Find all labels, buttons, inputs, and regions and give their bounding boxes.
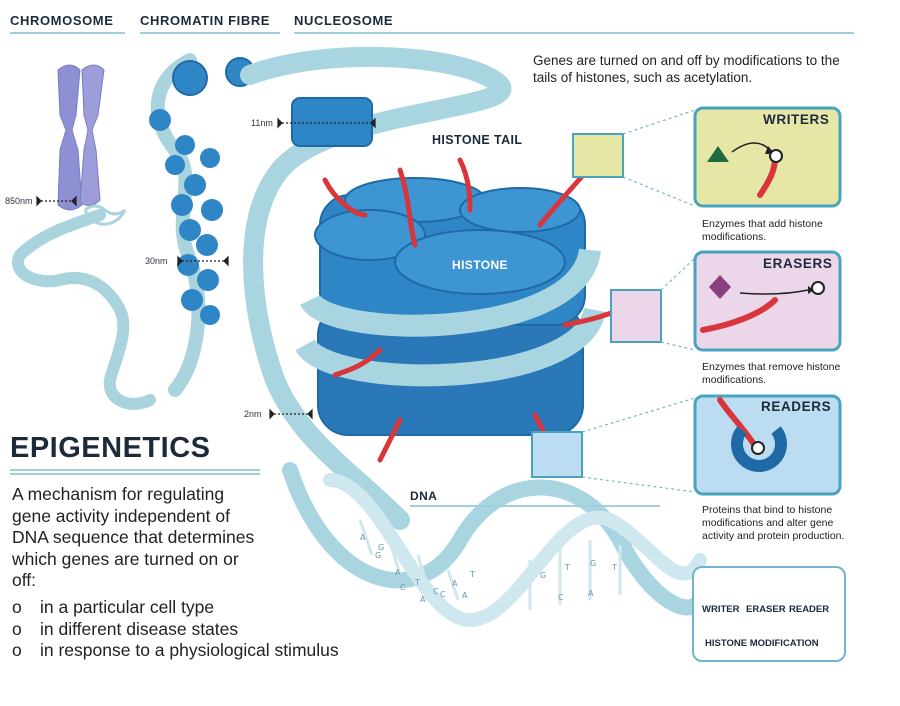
- erasers-description: Enzymes that remove histone modification…: [702, 361, 841, 386]
- header-chromosome: CHROMOSOME: [10, 13, 114, 28]
- scale-marks: [36, 117, 376, 420]
- writers-title: WRITERS: [763, 112, 830, 127]
- histone-label: HISTONE: [452, 258, 508, 272]
- header-nucleosome: NUCLEOSOME: [294, 13, 394, 28]
- epigenetics-title: EPIGENETICS: [10, 432, 211, 464]
- legend-reader-label: READER: [789, 604, 830, 615]
- list-item: o in a particular cell type: [12, 597, 339, 619]
- epigenetics-bullet-list: o in a particular cell type o in different…: [12, 597, 339, 662]
- scale-label-2nm: 2nm: [244, 409, 262, 419]
- dna-double-helix: [282, 462, 708, 628]
- readers-title: READERS: [761, 399, 832, 414]
- writers-description: Enzymes that add histone modifications.: [702, 218, 823, 243]
- intro-text: Genes are turned on and off by modificat…: [533, 53, 840, 85]
- bullet-glyph: o: [12, 618, 22, 639]
- list-item: o in response to a physiological stimulus: [12, 640, 339, 662]
- readers-description: Proteins that bind to histone modificati…: [702, 504, 845, 542]
- modification-squares: [531, 109, 696, 493]
- epigenetics-underline: [10, 469, 260, 471]
- histone-tail-label: HISTONE TAIL: [432, 133, 523, 147]
- erasers-title: ERASERS: [763, 256, 833, 271]
- legend-writer-label: WRITER: [702, 604, 740, 615]
- bullet-glyph: o: [12, 640, 22, 660]
- scale-label-30nm: 30nm: [145, 256, 168, 266]
- legend: [692, 566, 846, 662]
- legend-modification-label: HISTONE MODIFICATION: [705, 638, 819, 649]
- dna-wraps: [295, 247, 606, 387]
- readers-panel: [693, 394, 842, 496]
- list-item: o in different disease states: [12, 619, 339, 641]
- epigenetics-description: A mechanism for regulating gene activity…: [12, 484, 255, 590]
- header-underline: [10, 32, 125, 34]
- dna-label: DNA: [410, 489, 438, 503]
- chromosome-figure: [12, 64, 156, 410]
- scale-label-850nm: 850nm: [5, 196, 33, 206]
- header-underline: [140, 32, 280, 34]
- chromatin-fibre-figure: [149, 53, 255, 397]
- writers-panel: [693, 106, 842, 208]
- header-chromatin-fibre: CHROMATIN FIBRE: [140, 13, 271, 28]
- header-underline: [294, 32, 854, 34]
- scale-label-11nm: 11nm: [251, 118, 273, 128]
- legend-eraser-label: ERASER: [746, 604, 786, 615]
- dna-underline: [410, 505, 660, 507]
- bullet-text: in a particular cell type: [40, 597, 215, 617]
- erasers-panel: [693, 250, 842, 352]
- bullet-glyph: o: [12, 597, 22, 617]
- epigenetics-underline: [10, 473, 260, 475]
- bullet-text: in response to a physiological stimulus: [40, 640, 339, 660]
- bullet-text: in different disease states: [40, 618, 239, 639]
